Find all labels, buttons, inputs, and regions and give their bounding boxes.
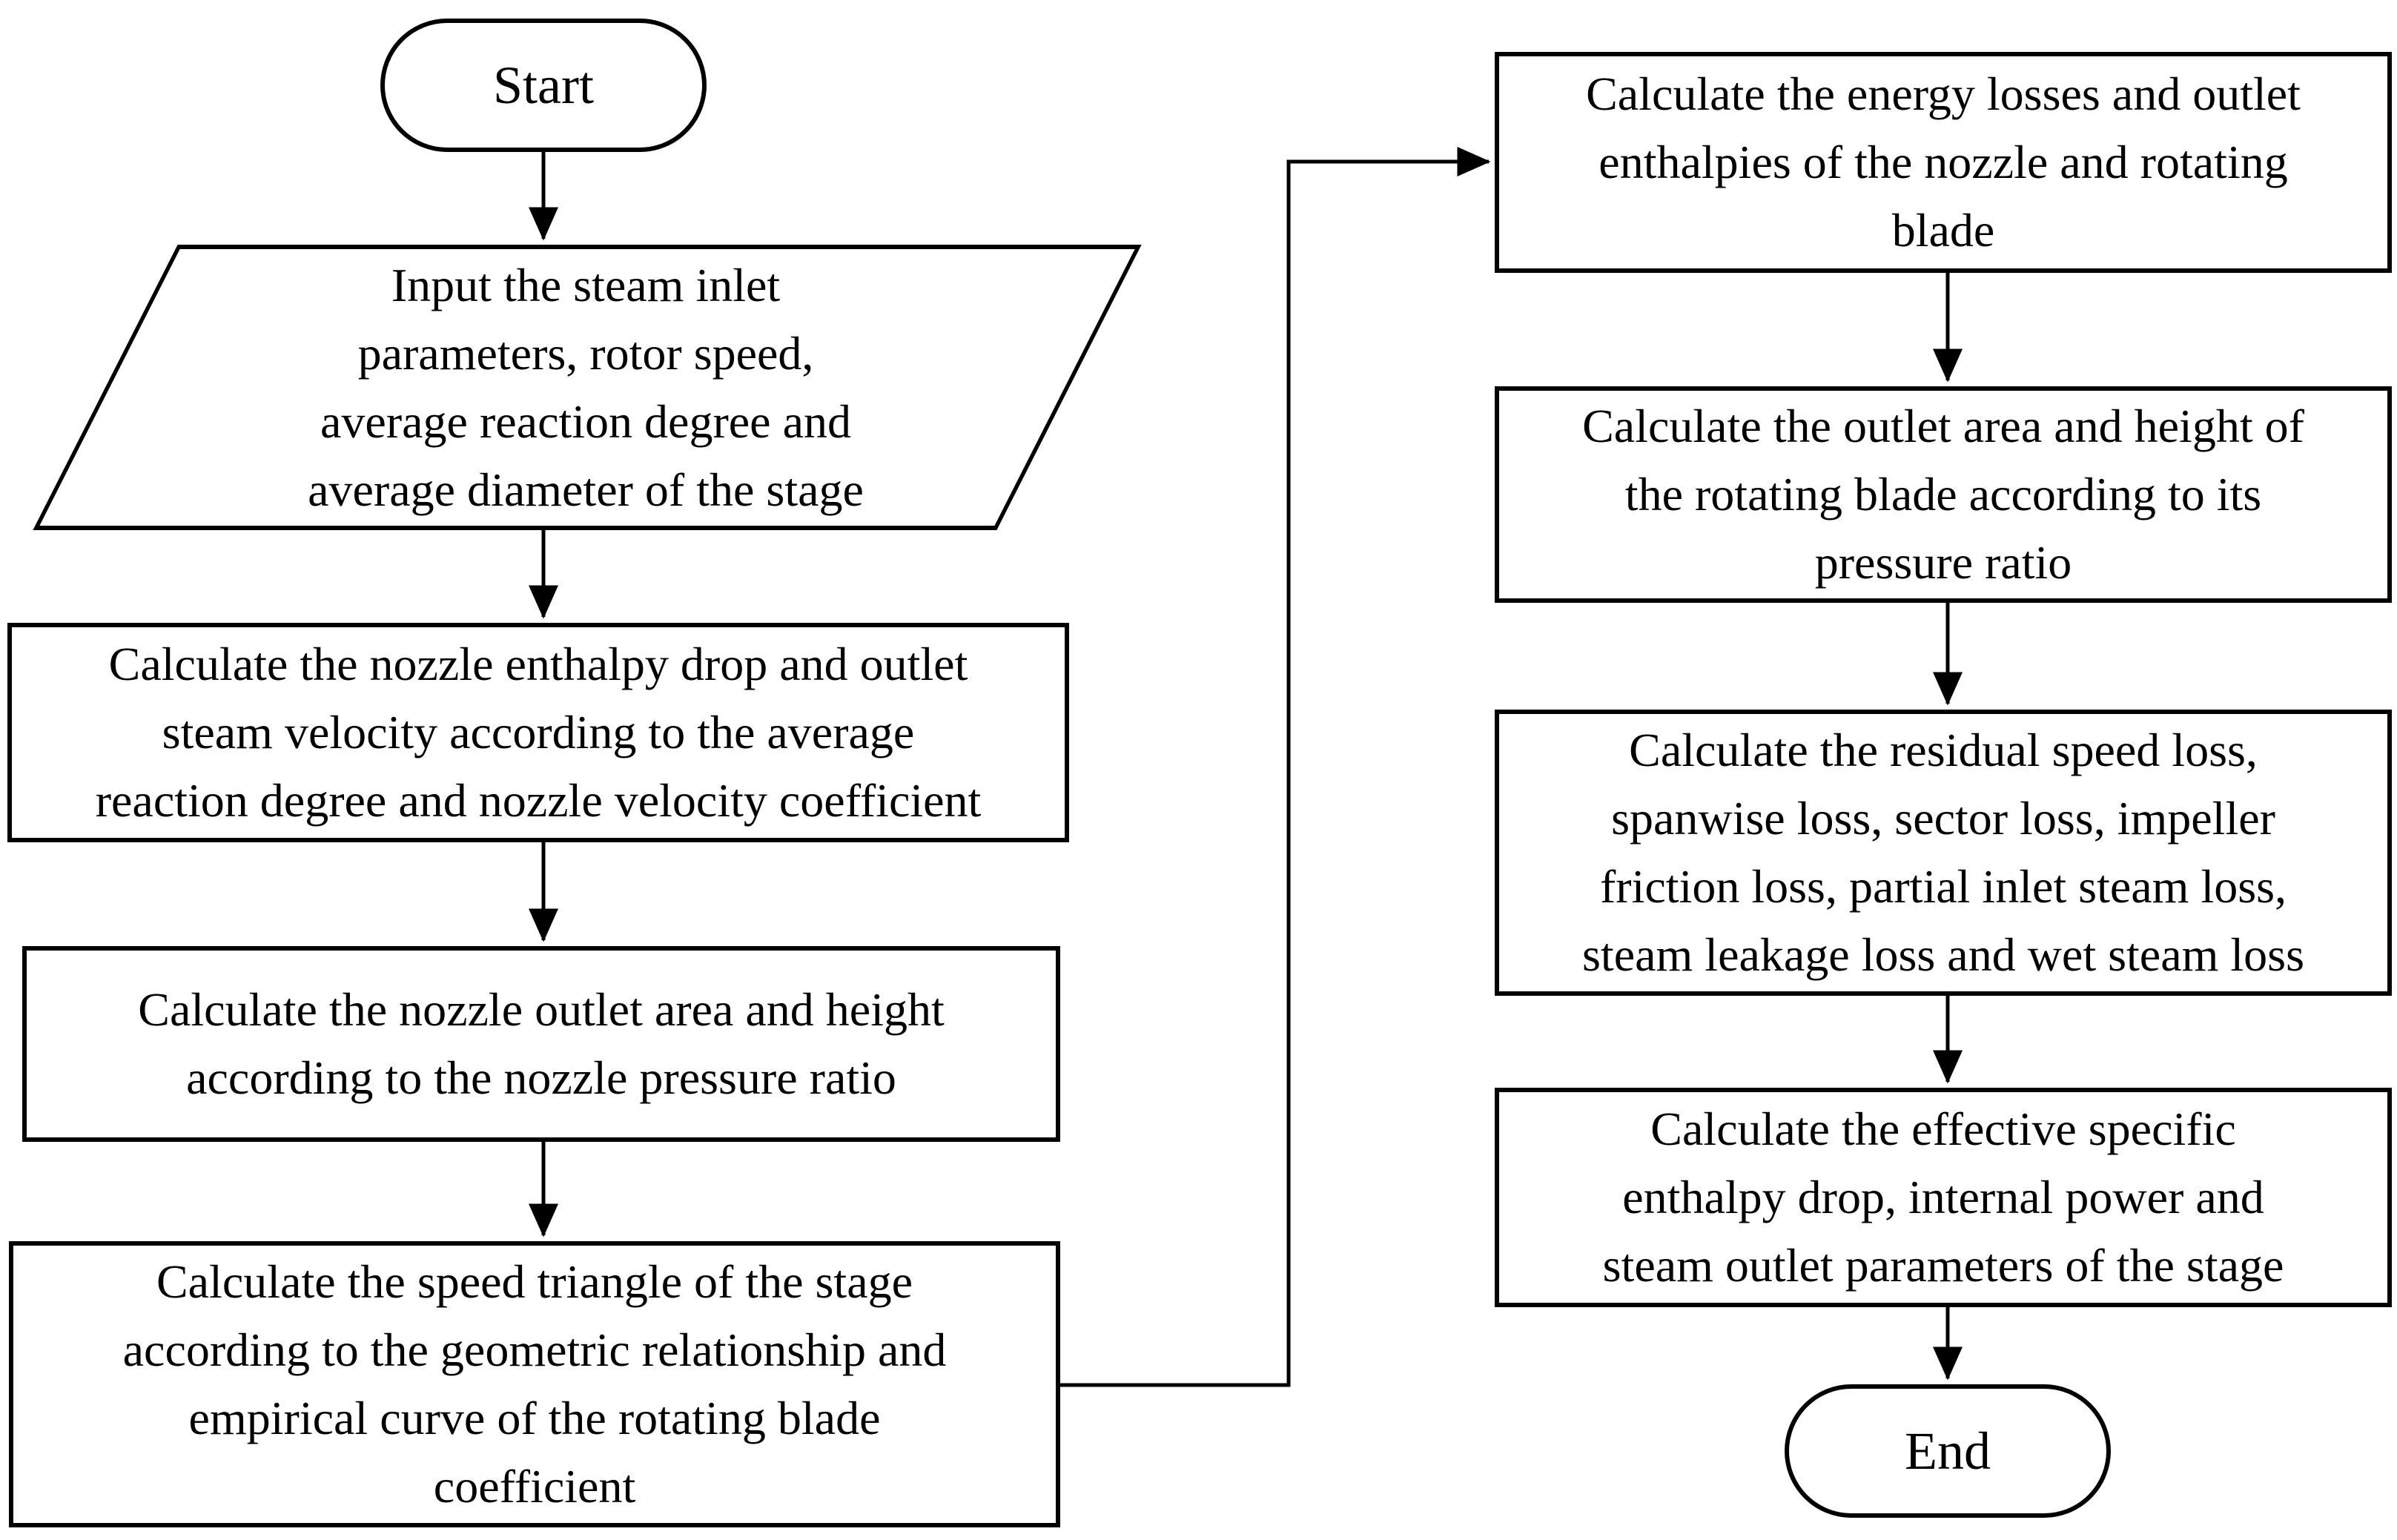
flowchart-node-calc-outlet-area: Calculate the outlet area and height of … — [1495, 386, 2392, 603]
flowchart-node-calc-residual-losses: Calculate the residual speed loss, spanw… — [1495, 710, 2392, 996]
flowchart-node-calc-nozzle-outlet: Calculate the nozzle outlet area and hei… — [22, 946, 1060, 1142]
flowchart-node-calc-nozzle-enthalpy: Calculate the nozzle enthalpy drop and o… — [7, 623, 1069, 842]
flowchart-node-calc-energy-losses: Calculate the energy losses and outlet e… — [1495, 52, 2392, 273]
flowchart-node-input: Input the steam inlet parameters, rotor … — [308, 258, 864, 516]
arrow-speed-triangle-to-energy-losses-icon — [1060, 147, 1491, 1387]
flowchart-node-end: End — [1785, 1384, 2111, 1518]
flowchart-node-start: Start — [380, 19, 707, 152]
start-label: Start — [493, 55, 594, 115]
flowchart-node-calc-speed-triangle: Calculate the speed triangle of the stag… — [9, 1241, 1060, 1527]
flowchart-node-calc-effective-enthalpy: Calculate the effective specific enthalp… — [1495, 1088, 2392, 1307]
end-label: End — [1905, 1421, 1991, 1481]
